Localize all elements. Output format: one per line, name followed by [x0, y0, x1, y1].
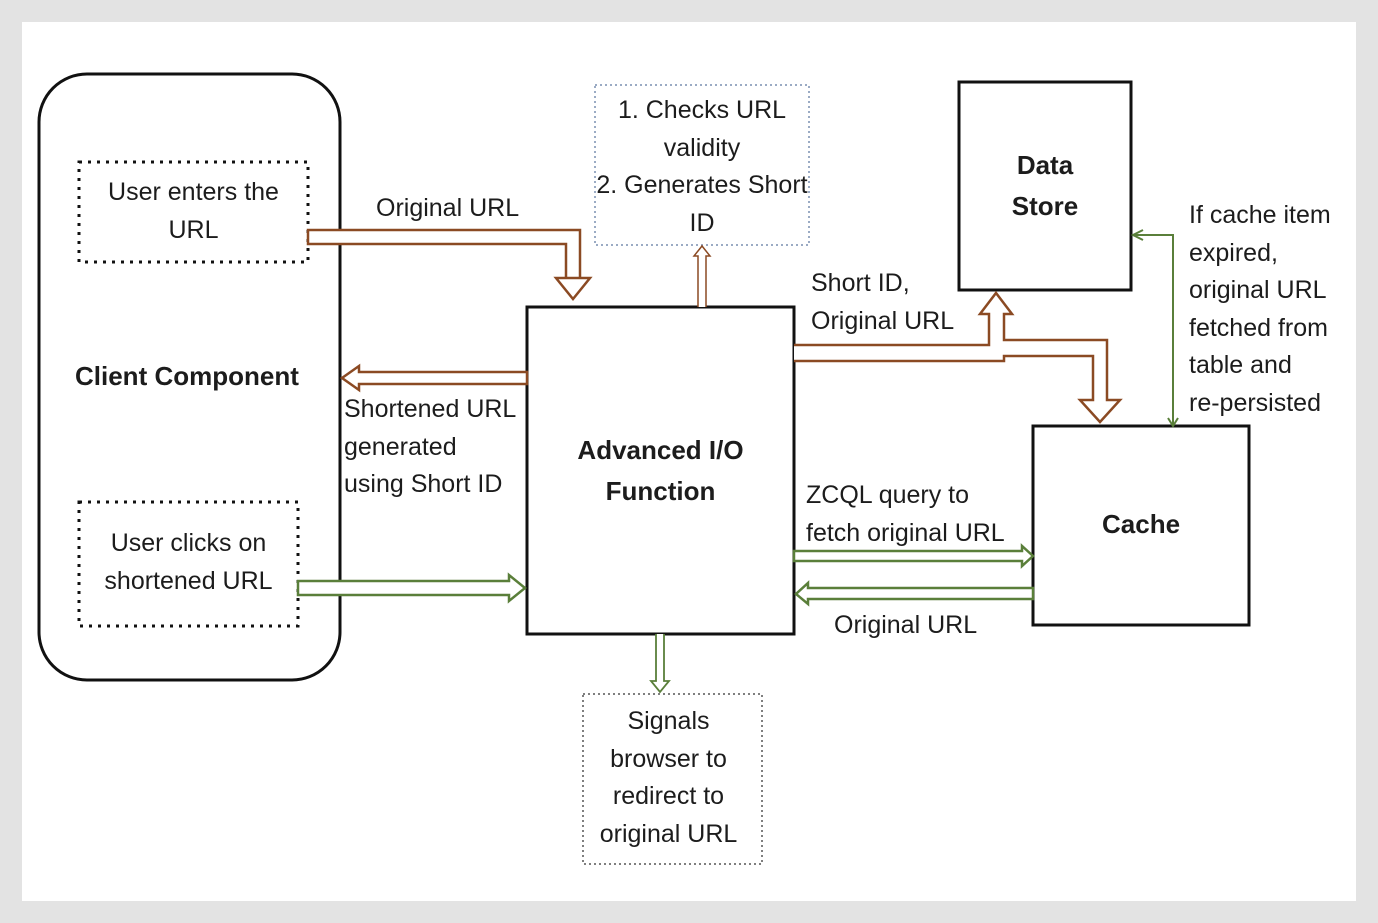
- click-url-label: User clicks on shortened URL: [104, 529, 273, 595]
- redirect-note-text: Signals browser to redirect to original …: [599, 707, 738, 848]
- client-component-container: [37, 72, 342, 682]
- zcql-query-arrow: [792, 543, 1035, 569]
- enter-url-label: User enters the URL: [108, 178, 279, 244]
- shortened-url-label: Shortened URL generated using Short ID: [344, 395, 517, 498]
- cache-box: [1031, 424, 1251, 627]
- repersist-arrow: [1135, 234, 1174, 426]
- data-store-title: Data Store: [1011, 150, 1079, 221]
- enter-url-box: [77, 160, 310, 264]
- original-url-label: Original URL: [376, 194, 520, 222]
- diagram-canvas: User enters the URL User clicks on short…: [22, 22, 1356, 901]
- original-url-back-arrow: [794, 580, 1035, 607]
- client-component-title: Client Component: [75, 361, 299, 391]
- zcql-query-label: ZCQL query to fetch original URL: [806, 481, 1005, 547]
- original-url-back-label: Original URL: [834, 611, 978, 639]
- shortened-url-arrow: [339, 363, 529, 393]
- click-url-arrow: [296, 572, 527, 604]
- diagram-shapes: [37, 72, 1251, 865]
- redirect-arrow: [649, 634, 671, 694]
- repersist-arrowhead-left: [1130, 229, 1144, 241]
- checks-note-text: 1. Checks URL validity 2. Generates Shor…: [596, 96, 808, 237]
- function-box-title: Advanced I/O Function: [577, 435, 744, 506]
- cache-title: Cache: [1102, 509, 1181, 539]
- store-cache-pipe: [794, 290, 1123, 424]
- original-url-arrow: [306, 228, 593, 301]
- click-url-box: [77, 500, 300, 628]
- checks-note-arrow: [692, 244, 712, 307]
- data-store-box: [957, 80, 1133, 292]
- short-id-label: Short ID, Original URL: [811, 269, 955, 335]
- function-box: [525, 305, 796, 636]
- repersist-arrowhead-down: [1167, 417, 1179, 428]
- cache-expired-label: If cache item expired, original URL fetc…: [1189, 201, 1331, 417]
